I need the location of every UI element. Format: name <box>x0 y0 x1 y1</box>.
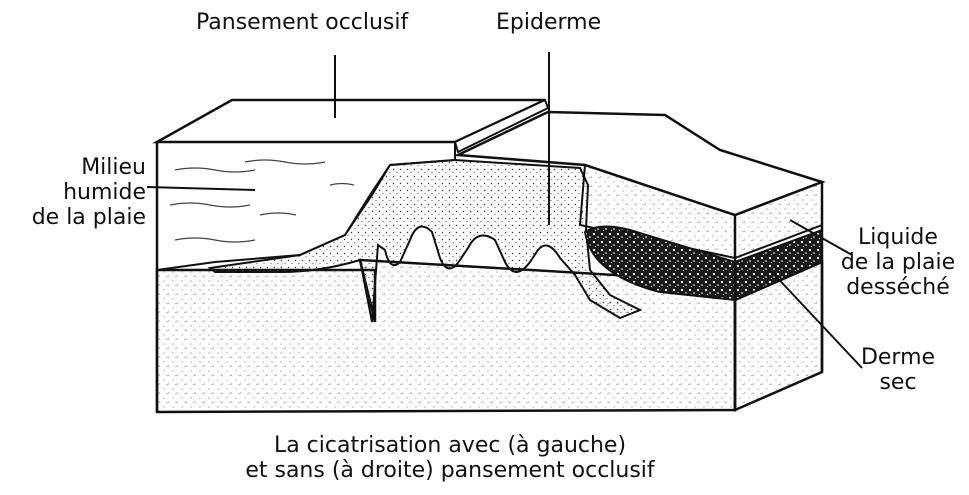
label-line: Milieu <box>22 155 146 180</box>
label-dry-dermis: Derme sec <box>848 345 948 395</box>
label-occlusive-dressing: Pansement occlusif <box>196 10 408 35</box>
caption-line-2: et sans (à droite) pansement occlusif <box>150 458 750 483</box>
caption-line-1: La cicatrisation avec (à gauche) <box>150 433 750 458</box>
label-moist-environment: Milieu humide de la plaie <box>22 155 146 230</box>
label-line: sec <box>848 370 948 395</box>
label-dried-wound-fluid: Liquide de la plaie desséché <box>832 225 964 300</box>
label-line: humide <box>22 180 146 205</box>
label-line: desséché <box>832 275 964 300</box>
diagram-caption: La cicatrisation avec (à gauche) et sans… <box>150 433 750 483</box>
label-line: de la plaie <box>832 250 964 275</box>
label-epidermis: Epiderme <box>496 10 601 35</box>
label-line: Liquide <box>832 225 964 250</box>
label-line: Derme <box>848 345 948 370</box>
label-line: de la plaie <box>22 205 146 230</box>
